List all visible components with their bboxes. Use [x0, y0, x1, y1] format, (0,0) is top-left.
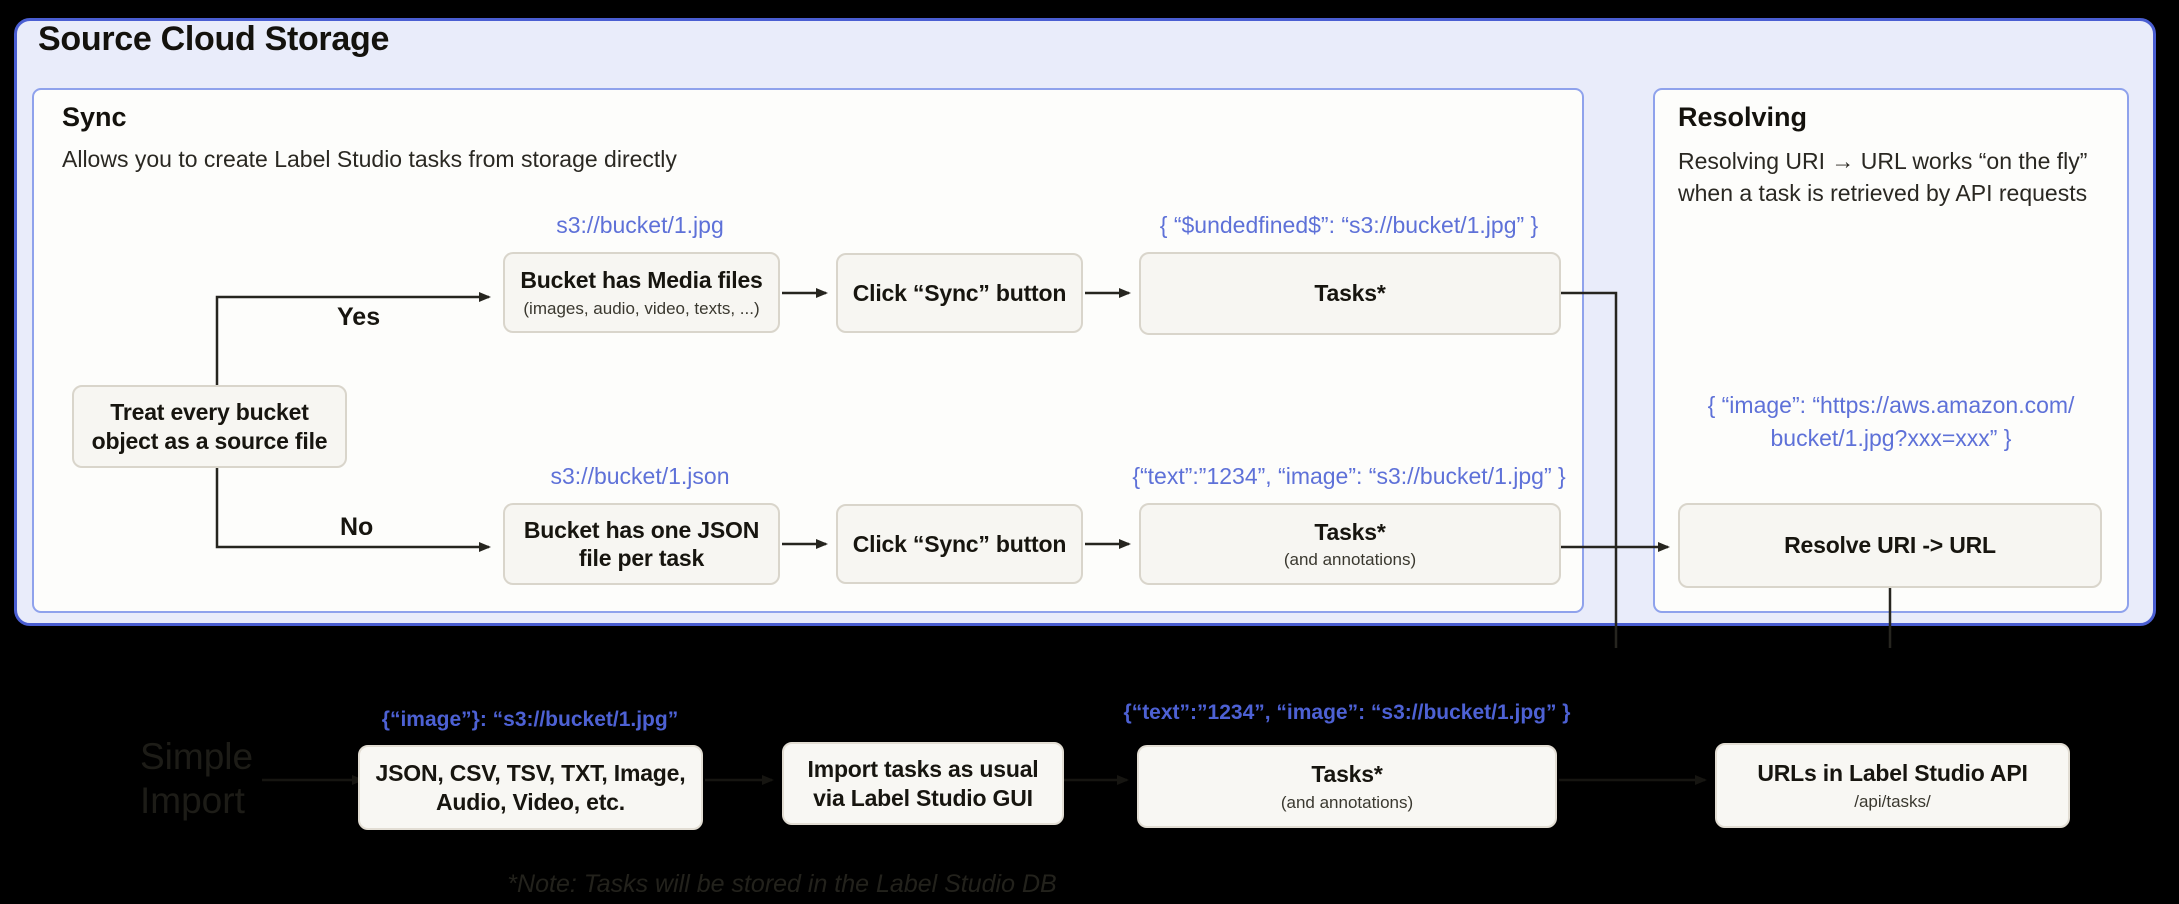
bottom-tasks-label: {“text”:”1234”, “image”: “s3://bucket/1.… [1123, 701, 1571, 724]
simple-import-line1: Simple [140, 736, 254, 777]
resolving-panel-subtitle-line1: Resolving URI → URL works “on the fly” [1678, 148, 2088, 174]
decision-box: Treat every bucket object as a source fi… [72, 385, 347, 468]
tasks-box-row2-title: Tasks* [1314, 518, 1386, 545]
resolved-url-label-line1: { “image”: “https://aws.amazon.com/ [1707, 392, 2075, 418]
bucket-json-box-line2: file per task [578, 545, 705, 571]
bucket-json-box-line1: Bucket has one JSON [523, 516, 760, 543]
uri-label-media: s3://bucket/1.jpg [556, 212, 724, 238]
uri-label-json: s3://bucket/1.json [550, 463, 730, 489]
import-gui-box: Import tasks as usual via Label Studio G… [782, 742, 1064, 825]
bucket-media-box: Bucket has Media files (images, audio, v… [503, 252, 780, 333]
tasks-db-note: *Note: Tasks will be stored in the Label… [507, 870, 1057, 898]
sync-button-box-row1-label: Click “Sync” button [852, 279, 1067, 306]
decision-box-line2: object as a source file [91, 427, 328, 454]
tasks-box-row2-sub: (and annotations) [1283, 550, 1417, 570]
sync-button-box-row2-label: Click “Sync” button [852, 530, 1067, 557]
tasks-box-row1-title: Tasks* [1314, 280, 1386, 307]
tasks-label-row1: { “$undedfined$”: “s3://bucket/1.jpg” } [1159, 212, 1539, 238]
bottom-tasks-box-sub: (and annotations) [1280, 792, 1414, 812]
bucket-media-box-sub: (images, audio, video, texts, ...) [523, 298, 760, 318]
bucket-json-box: Bucket has one JSON file per task [503, 503, 780, 585]
import-formats-box-line1: JSON, CSV, TSV, TXT, Image, [375, 760, 686, 787]
resolving-panel-subtitle-line2: when a task is retrieved by API requests [1678, 180, 2088, 206]
decision-box-line1: Treat every bucket [110, 399, 309, 426]
api-urls-box: URLs in Label Studio API /api/tasks/ [1715, 743, 2070, 828]
resolve-uri-box-label: Resolve URI -> URL [1784, 532, 1996, 559]
tasks-box-row2: Tasks* (and annotations) [1139, 503, 1561, 585]
bucket-media-box-title: Bucket has Media files [520, 267, 763, 294]
sync-button-box-row1: Click “Sync” button [836, 253, 1083, 333]
import-gui-box-line2: via Label Studio GUI [813, 784, 1033, 811]
resolved-url-label-line2: bucket/1.jpg?xxx=xxx” } [1770, 425, 2012, 451]
resolving-panel-title: Resolving [1678, 102, 1808, 132]
import-formats-box-line2: Audio, Video, etc. [436, 788, 625, 815]
sync-panel-subtitle: Allows you to create Label Studio tasks … [62, 146, 677, 172]
bottom-tasks-box: Tasks* (and annotations) [1137, 745, 1557, 828]
page-title: Source Cloud Storage [38, 20, 390, 58]
sync-button-box-row2: Click “Sync” button [836, 504, 1083, 584]
simple-import-title: Simple Import [140, 735, 253, 824]
import-formats-box: JSON, CSV, TSV, TXT, Image, Audio, Video… [358, 745, 703, 830]
yes-branch-label: Yes [337, 303, 381, 331]
api-urls-box-sub: /api/tasks/ [1854, 791, 1931, 811]
tasks-box-row1: Tasks* [1139, 252, 1561, 335]
tasks-label-row2: {“text”:”1234”, “image”: “s3://bucket/1.… [1132, 463, 1566, 489]
no-branch-label: No [340, 513, 374, 541]
import-gui-box-line1: Import tasks as usual [807, 756, 1039, 783]
import-format-label: {“image”}: “s3://bucket/1.jpg” [381, 708, 679, 731]
bottom-tasks-box-title: Tasks* [1311, 761, 1383, 788]
resolve-uri-box: Resolve URI -> URL [1678, 503, 2102, 588]
sync-panel-title: Sync [62, 102, 127, 132]
api-urls-box-title: URLs in Label Studio API [1757, 760, 2028, 787]
simple-import-line2: Import [140, 780, 245, 822]
